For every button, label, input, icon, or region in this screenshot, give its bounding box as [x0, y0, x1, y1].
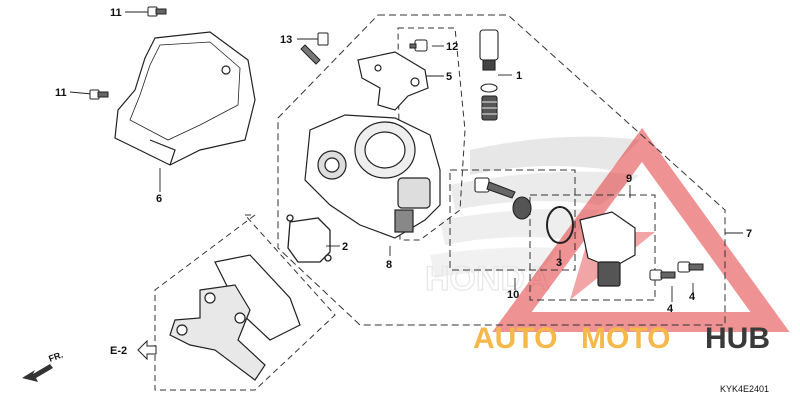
diagram-code: KYK4E2401 — [720, 384, 769, 394]
callout-7: 7 — [746, 228, 752, 240]
bolt-13 — [300, 32, 329, 65]
part-4-screw-b — [677, 261, 704, 273]
leader-lines — [69, 11, 743, 302]
callout-6: 6 — [156, 193, 162, 205]
part-1-valve — [479, 29, 499, 121]
reference-arrow-label: E-2 — [110, 345, 127, 357]
callout-1: 1 — [516, 70, 522, 82]
callout-4-a: 4 — [667, 303, 674, 315]
callout-10: 10 — [507, 289, 519, 301]
callout-13: 13 — [280, 34, 292, 46]
part-2-gasket — [286, 214, 332, 263]
intake-joint-part — [169, 254, 301, 381]
part-8-throttle-body — [304, 114, 441, 239]
automotohub-watermark: AUTO MOTO HUB — [473, 322, 770, 355]
callout-5: 5 — [446, 71, 452, 83]
callout-2: 2 — [342, 241, 348, 253]
front-direction-arrow: FR. — [22, 350, 64, 382]
watermark-hub: HUB — [705, 322, 770, 355]
watermark-auto: AUTO — [473, 322, 557, 355]
callout-4-b: 4 — [689, 291, 696, 303]
bolt-11-top — [147, 6, 167, 17]
part-3-o-ring — [546, 206, 574, 244]
front-direction-label: FR. — [47, 350, 64, 364]
reference-arrow-e2: E-2 — [110, 339, 157, 361]
callout-9: 9 — [626, 173, 632, 185]
callout-labels: 11 11 13 12 5 1 6 2 8 9 3 7 4 4 10 — [55, 7, 752, 315]
callout-8: 8 — [386, 259, 392, 271]
part-4-screw-a — [649, 269, 676, 281]
callout-3: 3 — [556, 257, 562, 269]
callout-11-left: 11 — [55, 87, 67, 99]
watermark-moto: MOTO — [581, 322, 670, 355]
part-5-bracket — [357, 51, 429, 111]
assembly-outline — [154, 14, 726, 391]
bolt-12 — [409, 39, 428, 52]
part-6-cover — [114, 31, 256, 166]
callout-12: 12 — [446, 41, 458, 53]
bolt-11-left — [89, 89, 109, 100]
part-9-sensor — [579, 211, 636, 287]
callout-11-top: 11 — [110, 7, 122, 19]
part-10-components — [474, 177, 532, 220]
